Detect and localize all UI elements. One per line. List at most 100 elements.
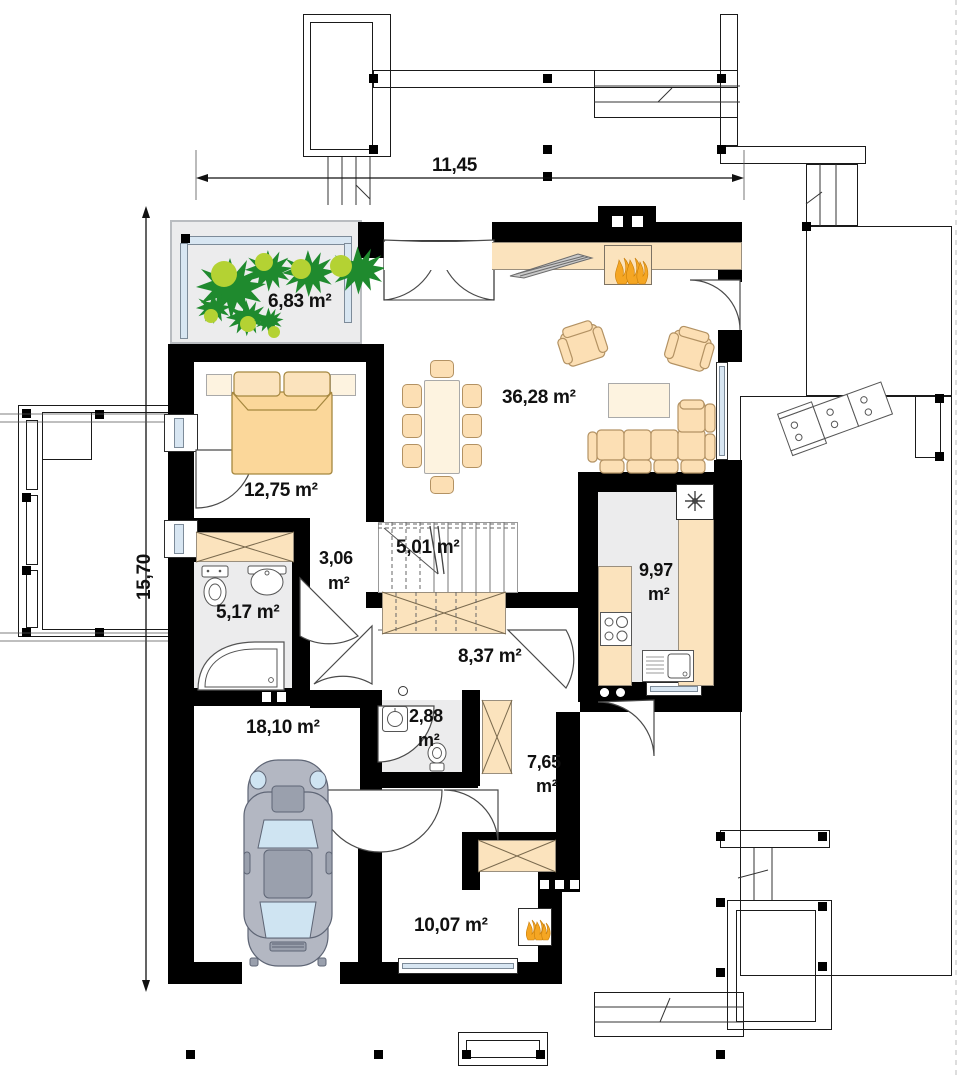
exterior-stair-hatch-bottom-right — [737, 848, 773, 900]
door-kitchen[interactable] — [594, 699, 655, 762]
exterior-stair-hatch-right — [805, 164, 837, 226]
wall-right-pier — [718, 330, 742, 362]
kitchen-sink-icon — [642, 650, 694, 682]
boiler-flame-icon — [525, 919, 551, 941]
chimney-flue-2 — [632, 216, 643, 227]
wardrobe-cross-hatch — [195, 531, 295, 563]
grid-node — [802, 222, 811, 231]
refrigerator-snowflake-icon — [685, 491, 705, 511]
dining-table — [424, 380, 460, 474]
grid-node — [181, 234, 190, 243]
area-label-living: 36,28 m² — [502, 387, 576, 408]
fireplace-flame-icon — [615, 257, 649, 285]
potted-plants-icon — [196, 246, 386, 338]
exterior-stair-hatch-top-left — [327, 157, 371, 205]
window-bathroom-left — [174, 524, 184, 554]
area-label-bathroom: 5,17 m² — [216, 602, 280, 623]
wall-garage-right — [360, 706, 382, 792]
area-label-vestibule-line1: 7,65 — [527, 752, 561, 772]
area-label-vestibule-line2: m² — [536, 776, 558, 796]
grid-node — [818, 832, 827, 841]
window-conservatory-top — [186, 236, 352, 245]
grid-node — [717, 74, 726, 83]
dining-chair — [402, 444, 422, 468]
window-bedroom-left — [174, 418, 184, 448]
dimension-line-left — [142, 206, 150, 992]
exterior-porch-top-left-inner — [310, 22, 373, 150]
wall-left-outer-mid — [168, 450, 194, 520]
door-bathroom[interactable] — [299, 576, 362, 645]
area-label-kitchen-line2: m² — [648, 584, 670, 604]
exterior-terrace-right-top — [720, 146, 866, 164]
door-terrace-living[interactable] — [686, 279, 741, 334]
grid-node — [935, 394, 944, 403]
window-kitchen-bottom — [650, 686, 698, 692]
exterior-pergola-post-1 — [26, 420, 38, 490]
door-vestibule-hall[interactable] — [506, 629, 575, 692]
exterior-pergola-post-3 — [26, 570, 38, 628]
dining-chair — [462, 444, 482, 468]
grid-node — [22, 409, 31, 418]
exterior-step-top-right — [806, 164, 858, 226]
sheet-edge-guide — [955, 0, 957, 1080]
grid-node — [543, 172, 552, 181]
log-holder-icon — [509, 253, 594, 279]
area-label-stairs: 5,01 m² — [396, 537, 460, 558]
grid-node — [95, 628, 104, 637]
toilet-icon — [427, 742, 447, 772]
area-label-kitchen-line1: 9,97 — [639, 560, 673, 580]
grid-node — [818, 902, 827, 911]
door-vestibule-boiler[interactable] — [440, 789, 499, 848]
dining-chair — [402, 414, 422, 438]
chimney-flue-1 — [612, 216, 623, 227]
grid-node — [369, 145, 378, 154]
area-label-wc-line2: m² — [418, 730, 440, 750]
area-label-bedroom: 12,75 m² — [244, 480, 318, 501]
exterior-terrace-right-inner — [915, 396, 941, 458]
grid-node — [716, 832, 725, 841]
fireplace-hearth-cut — [384, 242, 492, 270]
washbasin-icon — [382, 706, 408, 732]
washbasin-icon — [247, 565, 287, 596]
grid-node — [22, 628, 31, 637]
wall-chimney-block — [598, 206, 656, 242]
dimension-top-value: 11,45 — [432, 155, 477, 176]
wall-boiler-gap3 — [570, 880, 579, 889]
armchair-icon — [557, 320, 609, 367]
exterior-landing-bottom-right-inner — [736, 910, 816, 1022]
exterior-walk-bottom — [594, 992, 744, 1037]
door-hall-to-bedroom-corridor[interactable] — [304, 624, 373, 688]
grid-node — [716, 968, 725, 977]
closet-vestibule-left-hatch — [481, 699, 513, 775]
area-label-conservatory: 6,83 m² — [268, 291, 332, 312]
grid-node — [186, 1050, 195, 1059]
wall-garage-right-lower — [358, 832, 382, 980]
corner-sofa-icon — [587, 399, 716, 474]
cooktop-four-burner-icon — [600, 612, 632, 646]
wall-kitchen-left — [578, 490, 598, 690]
wall-left-outer-lower — [168, 556, 194, 636]
wall-top-between-doors — [492, 222, 598, 242]
grid-node — [543, 145, 552, 154]
grid-node — [543, 74, 552, 83]
dining-chair — [462, 414, 482, 438]
outlet-dot-wc — [398, 686, 408, 696]
grid-node — [95, 410, 104, 419]
sun-lounger-icon — [776, 381, 894, 457]
exterior-stair-hatch-walk — [594, 997, 744, 1023]
wall-bedroom-top — [168, 344, 384, 362]
area-label-wc-line1: 2,88 — [409, 706, 443, 726]
wall-top-left-pier — [358, 222, 384, 258]
grid-node — [935, 452, 944, 461]
wall-bedroom-right — [366, 344, 384, 522]
area-label-wardrobe-line2: m² — [328, 573, 350, 593]
grid-node — [818, 962, 827, 971]
wall-left-outer-garage — [168, 636, 194, 984]
wall-bathroom-bottom-gap2 — [277, 692, 286, 702]
car-icon — [243, 759, 333, 967]
exterior-stair-hatch-top-band — [594, 85, 740, 103]
staircase-lower-hatch — [381, 591, 507, 635]
refrigerator — [676, 484, 714, 520]
grid-node — [536, 1050, 545, 1059]
dining-chair — [430, 360, 454, 378]
